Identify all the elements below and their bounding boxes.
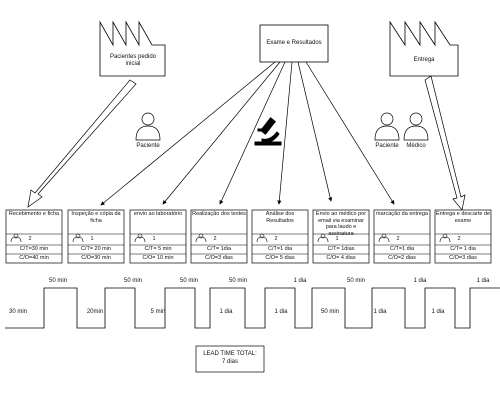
- timeline-high-label: 50 min: [123, 278, 142, 284]
- operator-icon: [195, 233, 207, 243]
- operator-count: 2: [396, 236, 400, 242]
- timeline-step-line: [5, 287, 500, 329]
- cycle-time: C/T= 20 min: [80, 246, 112, 252]
- lead-time-box: [195, 345, 265, 373]
- cycle-time: C/T= 1dia: [207, 246, 231, 252]
- timeline-high-label: 50 min: [179, 278, 198, 284]
- timeline-low-label: 30 min: [8, 309, 27, 315]
- process-title: marcação da entrega: [376, 211, 428, 217]
- changeover-time: C/O= 5 dias: [265, 255, 295, 261]
- cycle-time: C/T= 1dias: [327, 246, 355, 252]
- process-title: Inspeção e cópia da ficha: [71, 211, 121, 224]
- cycle-time: C/T=30 min: [19, 246, 49, 252]
- person-icon: [135, 112, 161, 141]
- person-icon: [403, 112, 429, 141]
- changeover-time: C/O= 4 dias: [326, 255, 356, 261]
- timeline-high-label: 50 min: [48, 278, 67, 284]
- timeline-high-label: 1 dia: [413, 278, 427, 284]
- operator-icon: [317, 233, 329, 243]
- push-arrow: [424, 75, 466, 211]
- changeover-time: C/O=30 min: [81, 255, 111, 261]
- lead-time-label: LEAD TIME TOTAL:: [203, 351, 257, 357]
- operator-count: 2: [457, 236, 461, 242]
- source-left-label: Pacientes pedido inicial: [109, 54, 157, 67]
- changeover-time: C/O=3 dias: [205, 255, 233, 261]
- process-title: Entrega e descarte de exame: [435, 211, 491, 224]
- timeline-high-label: 50 min: [346, 278, 365, 284]
- timeline-low-label: 5 min: [150, 309, 166, 315]
- changeover-time: C/O=40 min: [19, 255, 49, 261]
- process-title: envio ao laboratório: [133, 211, 183, 217]
- timeline-low-label: 1 dia: [219, 309, 233, 315]
- person-label-right-b: Médico: [406, 143, 426, 149]
- operator-count: 2: [213, 236, 217, 242]
- changeover-time: C/O= 10 min: [142, 255, 174, 261]
- operator-count: 1: [90, 236, 94, 242]
- operator-count: 2: [274, 236, 278, 242]
- timeline-high-label: 1 dia: [293, 278, 307, 284]
- process-title: Recebimento e ficha: [8, 211, 60, 217]
- lead-time-value: 7 dias: [221, 359, 238, 365]
- cycle-time: C/T= 5 min: [144, 246, 172, 252]
- person-label-left: Paciente: [136, 143, 160, 149]
- operator-icon: [10, 233, 22, 243]
- person-icon: [374, 112, 400, 141]
- timeline: [5, 287, 500, 329]
- timeline-low-label: 50 min: [320, 309, 339, 315]
- factory-icon: [389, 20, 459, 77]
- source-center-label: Exame e Resultados: [266, 40, 322, 46]
- factory-icon: [99, 20, 166, 77]
- timeline-high-label: 1 dia: [476, 278, 490, 284]
- timeline-low-label: 1 dia: [274, 309, 288, 315]
- cycle-time: C/T=1 dia: [390, 246, 414, 252]
- timeline-low-label: 1 dia: [431, 309, 445, 315]
- operator-count: 2: [28, 236, 32, 242]
- changeover-time: C/O=3 dias: [449, 255, 477, 261]
- lead-time-text: LEAD TIME TOTAL: 7 dias: [196, 350, 264, 366]
- operator-count: 1: [335, 236, 339, 242]
- process-title: Realização dos testes: [192, 211, 246, 217]
- microscope-icon: [254, 117, 282, 146]
- operator-icon: [134, 233, 146, 243]
- operator-icon: [439, 233, 451, 243]
- operator-count: 1: [152, 236, 156, 242]
- exam-results-box: [259, 24, 329, 63]
- cycle-time: C/T= 1 dia: [450, 246, 476, 252]
- process-title: Envio ao médico por email via examinar p…: [315, 211, 367, 237]
- timeline-low-label: 20min: [86, 309, 104, 315]
- timeline-low-label: 1 dia: [373, 309, 387, 315]
- source-right-label: Entrega: [413, 57, 435, 63]
- cycle-time: C/T=1 dia: [268, 246, 292, 252]
- operator-icon: [256, 233, 268, 243]
- operator-icon: [72, 233, 84, 243]
- process-title: Análise dos Resultados: [265, 211, 295, 224]
- person-label-right-a: Paciente: [375, 143, 399, 149]
- info-arrows: [100, 61, 395, 206]
- operator-icon: [378, 233, 390, 243]
- push-arrow: [27, 79, 137, 208]
- changeover-time: C/O=2 dias: [388, 255, 416, 261]
- timeline-high-label: 50 min: [228, 278, 247, 284]
